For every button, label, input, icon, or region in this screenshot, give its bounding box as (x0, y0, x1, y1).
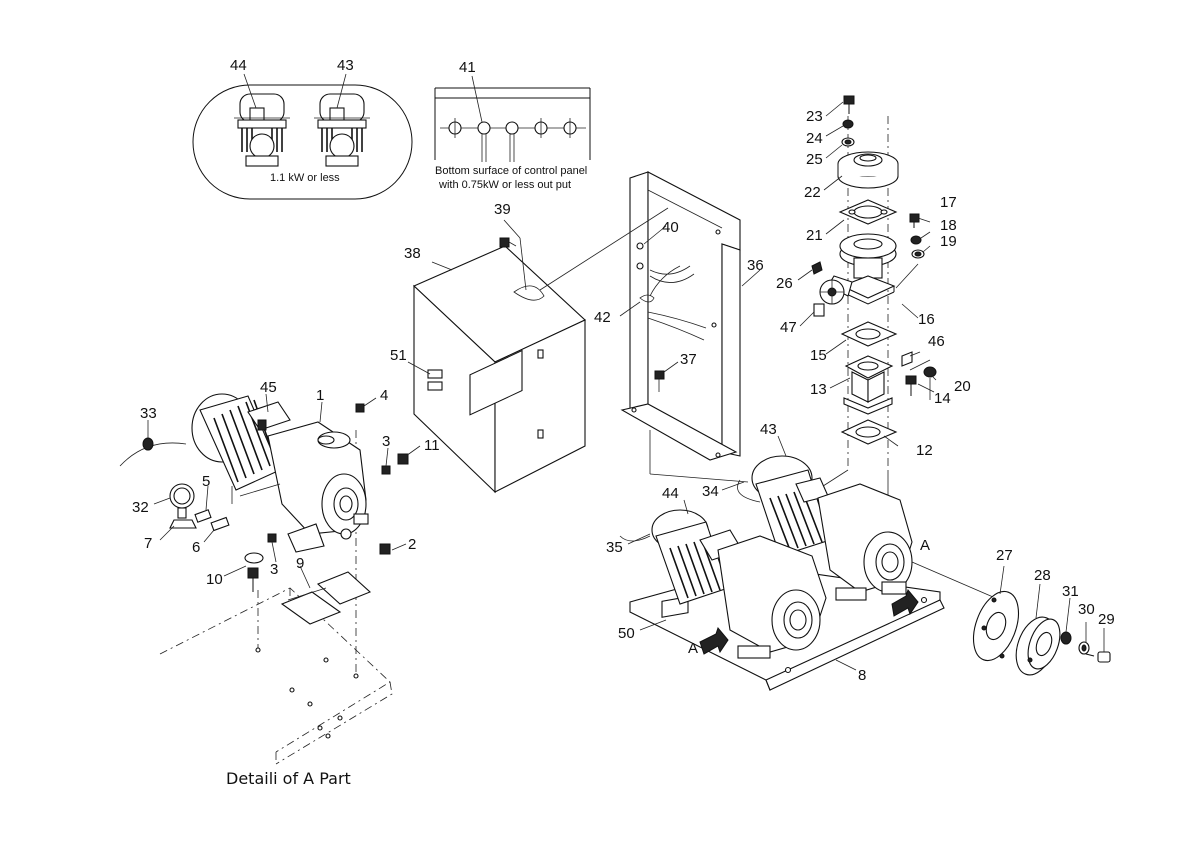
label-1: 1 (316, 387, 324, 404)
label-15: 15 (810, 347, 827, 364)
label-23: 23 (806, 108, 823, 125)
label-29: 29 (1098, 611, 1115, 628)
label-20: 20 (954, 378, 971, 395)
detail-a-part: 33 45 1 4 3 11 32 5 7 6 10 3 9 2 Detaili… (119, 379, 440, 788)
label-30: 30 (1078, 601, 1095, 618)
label-45: 45 (260, 379, 277, 396)
label-50: 50 (618, 625, 635, 642)
arrow-label-right: A (920, 537, 930, 554)
detail-caption: Detaili of A Part (226, 769, 351, 788)
label-8: 8 (858, 667, 866, 684)
label-21: 21 (806, 227, 823, 244)
label-22: 22 (804, 184, 821, 201)
label-16: 16 (918, 311, 935, 328)
arrow-label-left: A (688, 640, 698, 657)
label-7: 7 (144, 535, 152, 552)
label-34: 34 (702, 483, 719, 500)
label-33: 33 (140, 405, 157, 422)
pump-left (619, 509, 827, 659)
label-43-inset: 43 (337, 57, 354, 74)
label-42: 42 (594, 309, 611, 326)
label-11: 11 (424, 437, 440, 454)
stand-frame: 40 36 42 (539, 171, 764, 461)
inset-panel-caption-1: Bottom surface of control panel (435, 165, 587, 177)
pump-right (737, 455, 913, 601)
label-3b: 3 (270, 561, 278, 578)
label-2: 2 (408, 536, 416, 553)
label-43: 43 (760, 421, 777, 438)
pump-unit-assembly: 43 34 44 35 50 8 A A (606, 421, 1001, 691)
inset-motor-right (314, 93, 370, 167)
label-10: 10 (206, 571, 223, 588)
label-4: 4 (380, 387, 388, 404)
bolt-37: 37 (654, 351, 697, 392)
label-14: 14 (934, 390, 951, 407)
label-37: 37 (680, 351, 697, 368)
label-18: 18 (940, 217, 957, 234)
valve-stack: 23 24 25 22 21 26 47 15 13 12 16 17 18 1… (776, 95, 971, 470)
label-9: 9 (296, 555, 304, 572)
arrow-A-right (891, 588, 919, 617)
control-box: 38 51 (390, 245, 586, 494)
label-36: 36 (747, 257, 764, 274)
label-25: 25 (806, 151, 823, 168)
inset-motor-caption: 1.1 kW or less (270, 172, 340, 184)
label-51: 51 (390, 347, 407, 364)
label-44: 44 (662, 485, 679, 502)
label-38: 38 (404, 245, 421, 262)
label-41: 41 (459, 59, 476, 76)
label-32: 32 (132, 499, 149, 516)
label-40: 40 (662, 219, 679, 236)
label-19: 19 (940, 233, 957, 250)
label-17: 17 (940, 194, 957, 211)
label-26: 26 (776, 275, 793, 292)
cable-glands (448, 118, 577, 162)
screw-39: 39 (494, 201, 527, 291)
inset-control-panel-bottom: 41 Bottom surface of control panel with … (434, 59, 591, 191)
inset-panel-caption-2: with 0.75kW or less out put (438, 179, 571, 191)
label-13: 13 (810, 381, 827, 398)
label-35: 35 (606, 539, 623, 556)
discharge-flange-set: 27 28 31 30 29 (972, 547, 1115, 676)
inset-motor-detail: 44 43 1.1 kW or less (192, 57, 413, 200)
label-6: 6 (192, 539, 200, 556)
label-31: 31 (1062, 583, 1079, 600)
label-39: 39 (494, 201, 511, 218)
label-5: 5 (202, 473, 210, 490)
label-44-inset: 44 (230, 57, 247, 74)
label-24: 24 (806, 130, 823, 147)
label-3a: 3 (382, 433, 390, 450)
label-28: 28 (1034, 567, 1051, 584)
label-27: 27 (996, 547, 1013, 564)
label-46: 46 (928, 333, 945, 350)
label-47: 47 (780, 319, 797, 336)
inset-motor-left (234, 93, 290, 167)
label-12: 12 (916, 442, 933, 459)
arrow-A-left (699, 626, 729, 655)
